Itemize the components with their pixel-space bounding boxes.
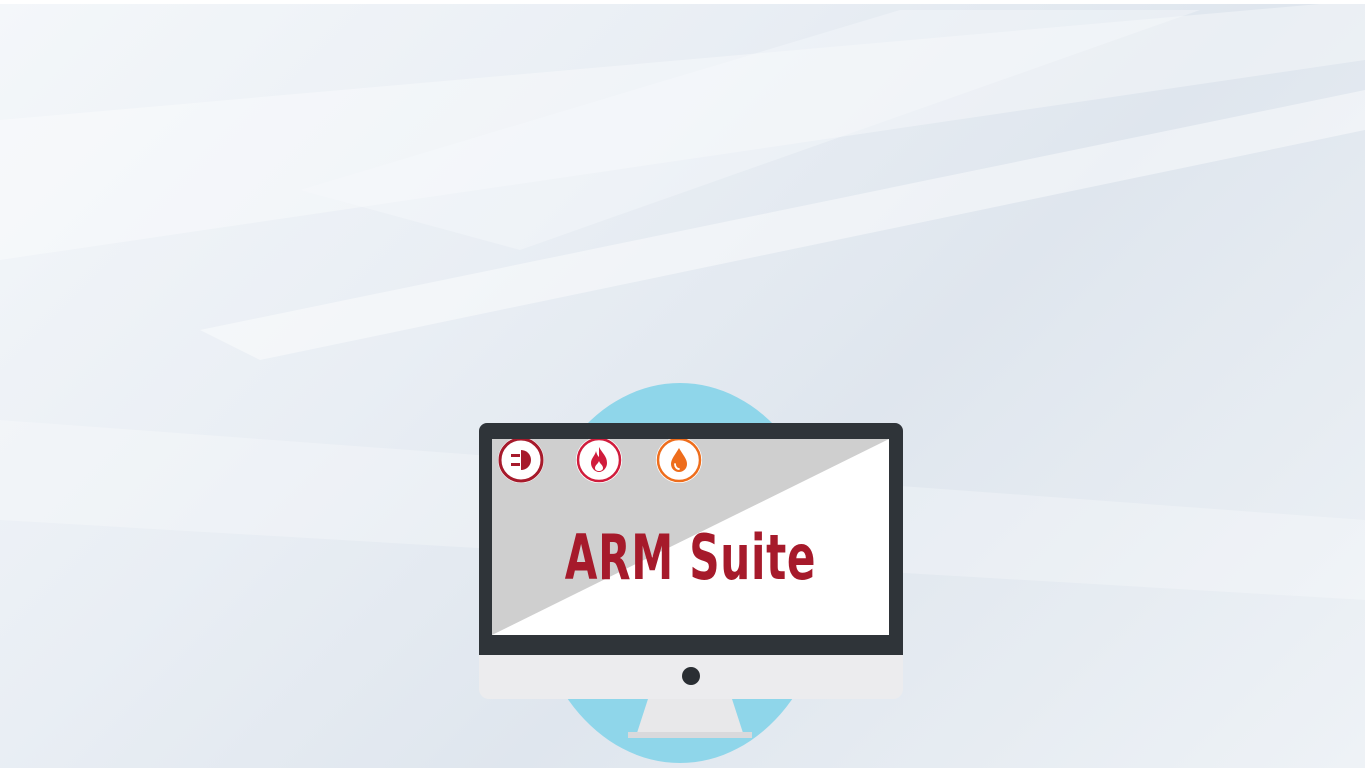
flame-icon <box>576 439 622 483</box>
monitor-bezel: ARM Suite <box>479 423 903 655</box>
monitor-screen: ARM Suite <box>492 439 889 635</box>
top-border <box>0 0 1365 4</box>
monitor-stand-base <box>628 732 752 738</box>
power-button-icon <box>682 667 700 685</box>
plug-icon <box>498 439 544 483</box>
monitor-chin <box>479 655 903 699</box>
water-drop-icon <box>656 439 702 483</box>
monitor-stand <box>636 696 744 736</box>
monitor: ARM Suite <box>479 423 903 699</box>
app-title: ARM Suite <box>564 521 817 594</box>
